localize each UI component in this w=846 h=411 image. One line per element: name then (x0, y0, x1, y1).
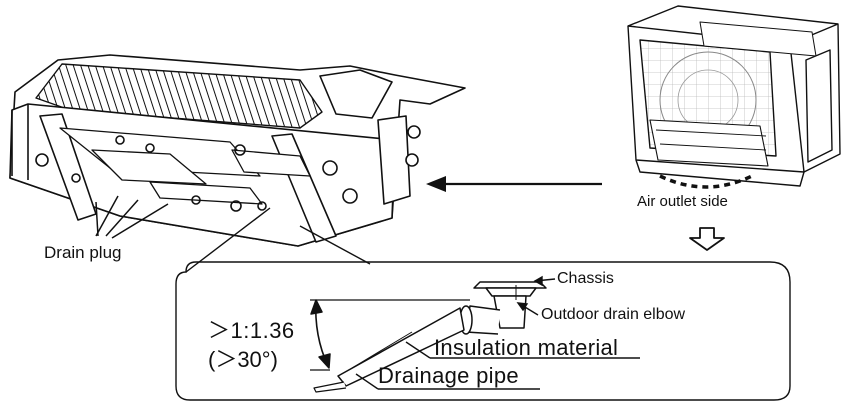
outdoor-unit-iso-view (627, 5, 841, 187)
insulation-material-label: Insulation material (434, 335, 619, 360)
hollow-down-arrow-icon (689, 227, 725, 251)
drainage-pipe-label: Drainage pipe (378, 363, 519, 388)
slope-angle-label: (＞30°) (208, 347, 278, 372)
detail-callout (175, 207, 791, 401)
chassis-label: Chassis (557, 270, 614, 287)
outdoor-unit-bottom-view (9, 54, 466, 247)
slope-ratio-label: ＞1:1.36 (208, 318, 295, 343)
detail-leader-lines (355, 275, 640, 390)
air-outlet-side-label: Air outlet side (637, 193, 728, 210)
drain-detail (310, 281, 547, 393)
drain-plug-leader-lines (95, 195, 169, 239)
left-arrow-icon (426, 176, 602, 192)
outdoor-drain-elbow-label: Outdoor drain elbow (541, 306, 686, 323)
drain-plug-label: Drain plug (44, 243, 122, 262)
air-outlet-arc (659, 174, 753, 189)
